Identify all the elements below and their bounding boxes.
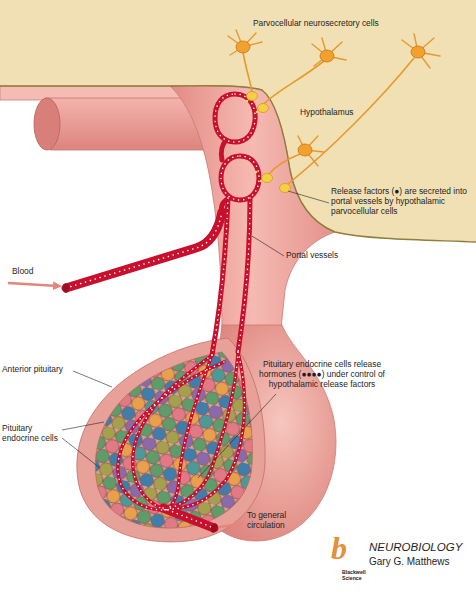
part-label: Anterior pituitary xyxy=(2,365,63,375)
book-title: NEUROBIOLOGY xyxy=(369,541,462,555)
capillary xyxy=(165,352,238,510)
publisher-logo: b xyxy=(331,532,347,564)
publisher-name: Blackwell Science xyxy=(342,570,372,581)
release-factor xyxy=(255,171,258,174)
leader-line xyxy=(73,371,112,387)
flow-label: Blood xyxy=(12,267,33,277)
axon-terminal xyxy=(262,174,273,183)
region-label: Parvocellular neurosecretory cells xyxy=(253,19,379,29)
capillary xyxy=(133,355,212,510)
artery-end xyxy=(63,283,69,293)
flow-label: To general circulation xyxy=(247,511,307,531)
axon-terminal xyxy=(258,104,269,113)
part-label: Pituitary endocrine cells xyxy=(2,424,64,444)
vessel-dots xyxy=(238,198,250,352)
flow-arrow xyxy=(8,283,58,286)
vessel-dots xyxy=(165,355,212,510)
callout-text: Release factors (●) are secreted into po… xyxy=(331,187,473,217)
anterior-pituitary xyxy=(77,338,265,542)
vessel-dots xyxy=(165,352,238,510)
endocrine-cell-mass xyxy=(95,352,252,528)
portal-vessel xyxy=(212,198,228,355)
region-fill xyxy=(0,0,476,242)
axon-terminal xyxy=(280,184,291,193)
capillary-loop xyxy=(221,156,259,200)
vessel-dots xyxy=(215,94,255,142)
chiasm-cut-end xyxy=(34,98,60,150)
vessel-dots xyxy=(66,212,222,288)
capillary xyxy=(165,355,212,510)
flow-arrow xyxy=(219,524,240,527)
part-label: Portal vessels xyxy=(286,251,338,261)
callout-text: Pituitary endocrine cells release hormon… xyxy=(258,360,386,390)
vein-end xyxy=(209,522,218,533)
leader-line xyxy=(252,236,284,256)
optic-tract xyxy=(0,86,199,100)
vessel-dots xyxy=(133,355,212,510)
vessel-dots xyxy=(165,352,244,510)
hypothalamus-region: Parvocellular neurosecretory cellsHypoth… xyxy=(0,0,476,250)
region-label: Hypothalamus xyxy=(300,108,354,118)
release-factor xyxy=(246,100,249,103)
vein xyxy=(163,508,214,528)
release-factor xyxy=(260,180,263,183)
axon-terminal xyxy=(247,92,258,101)
capillary-loop xyxy=(215,94,255,142)
optic-chiasm xyxy=(45,98,205,150)
leader-line xyxy=(198,394,276,478)
vessel-dots xyxy=(118,362,224,510)
vessel-dots xyxy=(212,198,228,355)
vessel-dots xyxy=(221,156,259,200)
leader-line xyxy=(62,438,100,468)
leader-line xyxy=(62,422,104,430)
author-name: Gary G. Matthews xyxy=(369,556,450,568)
region-outline xyxy=(0,0,476,250)
artery xyxy=(66,212,222,288)
capillary-link xyxy=(221,140,230,212)
capillary xyxy=(165,352,244,510)
portal-vessel xyxy=(238,198,250,352)
posterior-pituitary xyxy=(200,325,336,541)
capillary xyxy=(118,362,224,510)
vessel-dots xyxy=(163,508,214,528)
release-factor xyxy=(256,111,259,114)
